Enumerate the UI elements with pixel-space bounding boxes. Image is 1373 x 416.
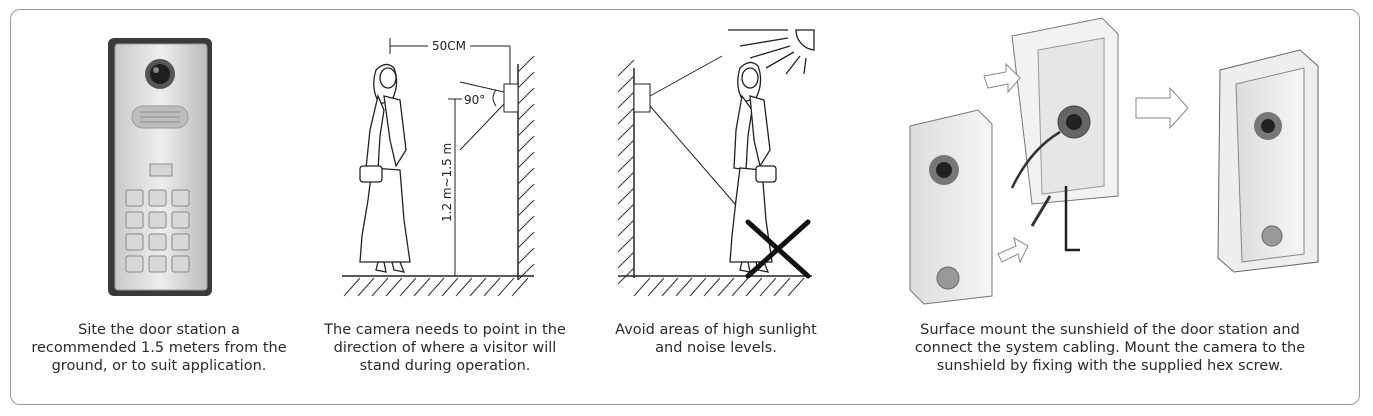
- ground-hatch: [343, 277, 529, 297]
- assembled-station-icon: [1235, 67, 1305, 263]
- sunshield-mount-illustration: [909, 17, 1319, 305]
- visitor-person-icon: [359, 63, 411, 273]
- step-2-caption: The camera needs to point in the directi…: [324, 322, 566, 374]
- wall-hatch: [517, 55, 535, 281]
- view-cone-lower: [459, 103, 505, 151]
- sun-icon: [728, 29, 815, 75]
- camera-unit-icon: [503, 83, 519, 113]
- cable-line: [1010, 130, 1061, 189]
- arrow-right-icon: [1135, 86, 1189, 130]
- step-3-panel: Avoid areas of high sunlight and noise l…: [590, 0, 845, 416]
- hex-key-icon: [1064, 186, 1080, 252]
- view-cone-upper: [459, 81, 505, 93]
- avoid-conditions-diagram: [617, 29, 815, 297]
- camera-angle-diagram: 90° 50CM 1.2 m~1.5 m: [342, 38, 535, 297]
- keypad-icon: [125, 189, 190, 273]
- angle-label: 90°: [464, 93, 485, 107]
- step-4-panel: Surface mount the sunshield of the door …: [880, 0, 1350, 416]
- door-station-illustration: [108, 38, 212, 296]
- visitor-person-icon: [729, 61, 777, 273]
- installation-guide-frame: [10, 9, 1360, 405]
- ground-hatch: [633, 277, 805, 297]
- push-arrow-icon: [997, 236, 1029, 264]
- door-station-front-icon: [909, 109, 993, 305]
- step-4-caption: Surface mount the sunshield of the door …: [914, 322, 1306, 374]
- camera-unit-icon: [633, 83, 651, 113]
- screw-icon: [1030, 195, 1052, 227]
- distance-label: 50CM: [432, 39, 466, 53]
- step-2-panel: 90° 50CM 1.2 m~1.5 m The camera needs to…: [320, 0, 570, 416]
- step-1-panel: Site the door station a recommended 1.5 …: [0, 0, 320, 416]
- insert-arrow-icon: [983, 62, 1021, 94]
- indicator-icon: [149, 163, 173, 177]
- wall-hatch: [617, 59, 635, 285]
- cross-icon: [745, 219, 811, 279]
- step-3-caption: Avoid areas of high sunlight and noise l…: [615, 322, 817, 356]
- height-label: 1.2 m~1.5 m: [440, 143, 454, 222]
- step-1-caption: Site the door station a recommended 1.5 …: [31, 322, 287, 374]
